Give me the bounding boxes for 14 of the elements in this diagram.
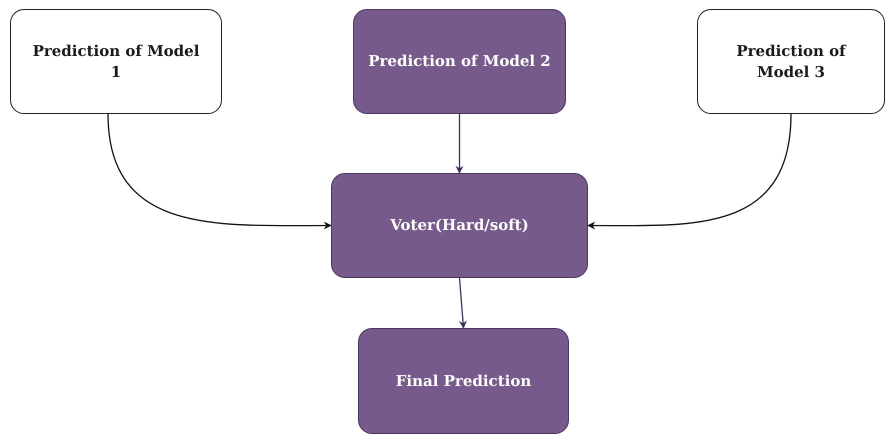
- box-label: Prediction of Model 2: [368, 51, 551, 72]
- arrow: [456, 114, 464, 174]
- arrow: [458, 278, 467, 329]
- process-box: [358, 328, 569, 434]
- arrow: [107, 114, 332, 230]
- box-label: Prediction of Model 3: [735, 41, 848, 82]
- process-box: [331, 173, 588, 278]
- process-box: [353, 9, 566, 114]
- box-label: Final Prediction: [396, 370, 532, 392]
- process-box: [10, 9, 222, 114]
- box-label: Prediction of Model 1: [32, 41, 200, 82]
- arrow: [587, 114, 792, 230]
- box-label: Voter(Hard/soft): [390, 215, 529, 236]
- process-box: [697, 9, 885, 114]
